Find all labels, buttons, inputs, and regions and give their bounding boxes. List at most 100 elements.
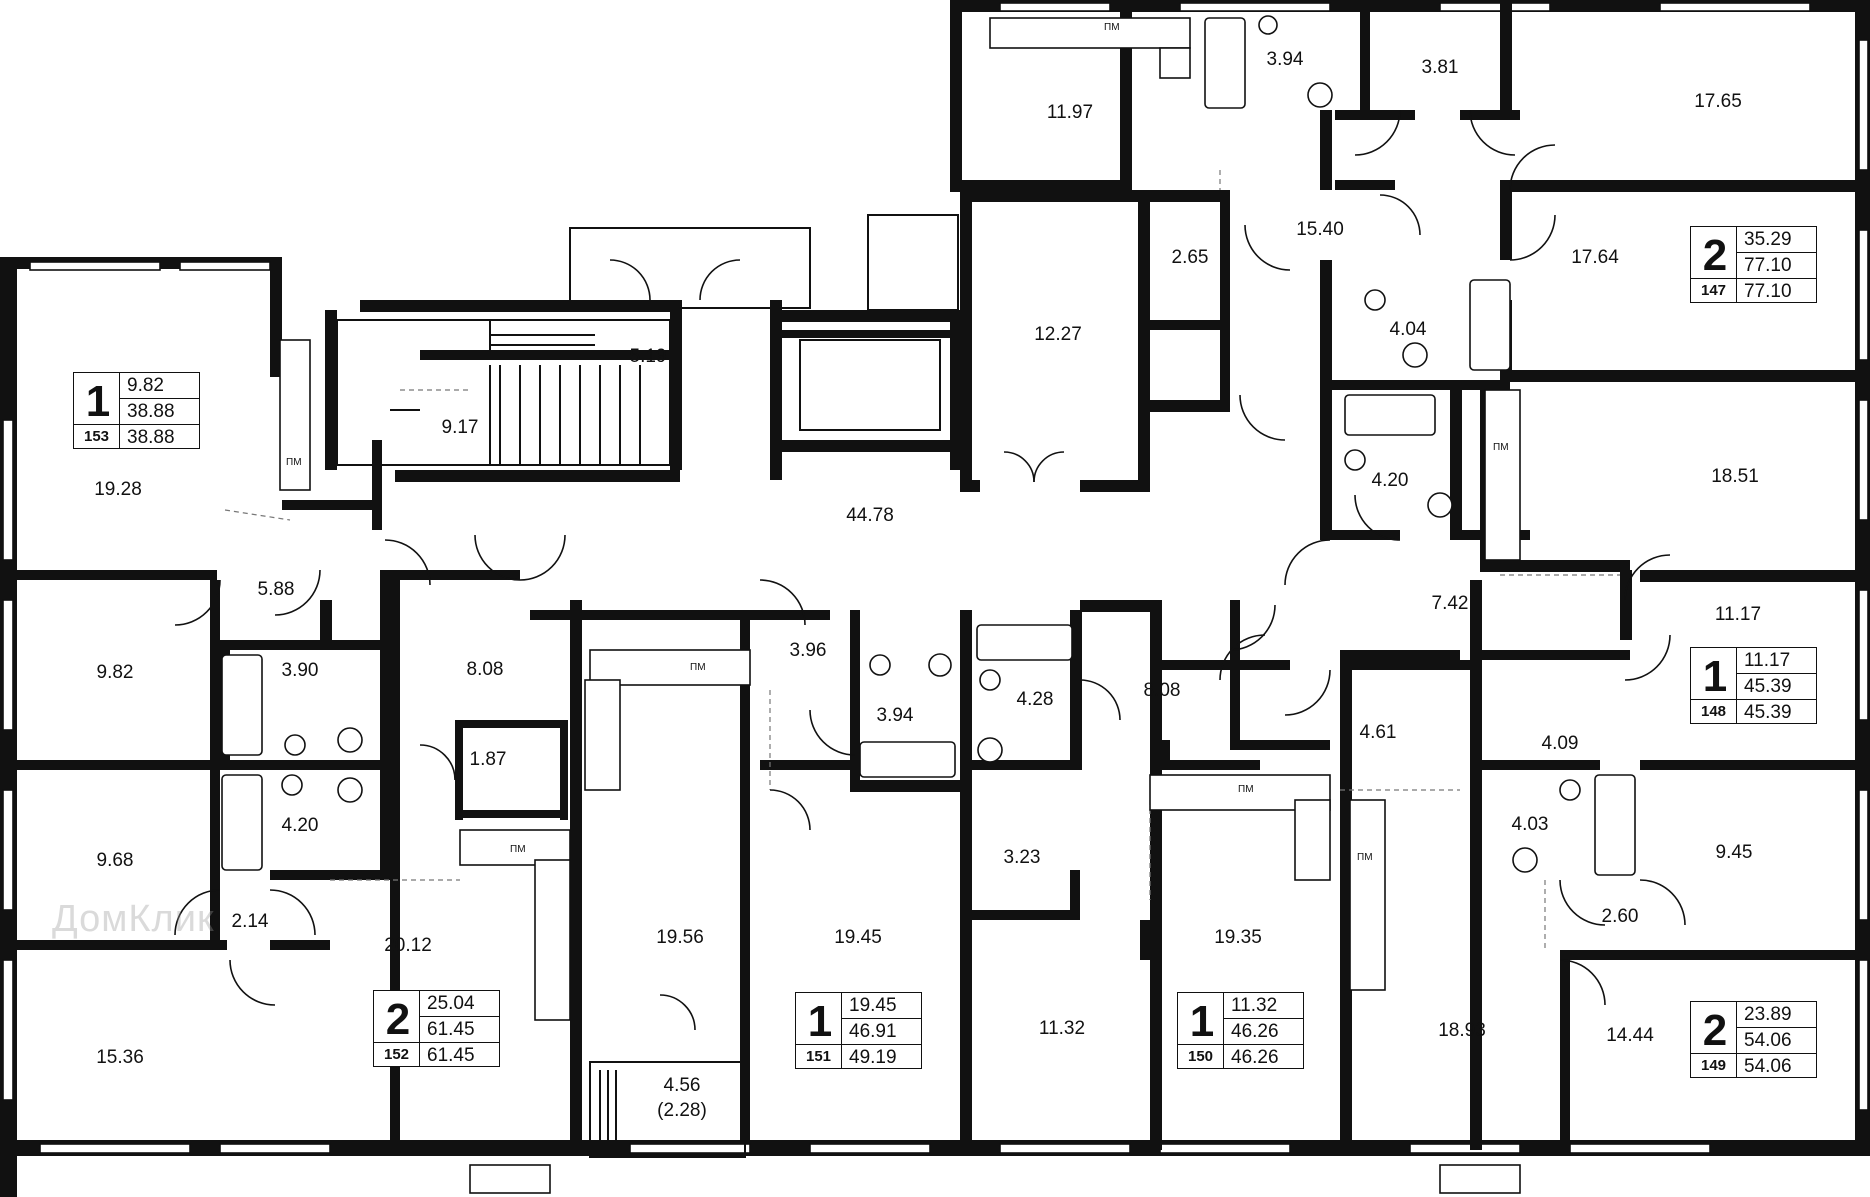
room-area: 44.78 [846,505,894,526]
room-area: 9.17 [442,417,479,438]
sanitary-fixtures [221,15,1636,876]
room-area: 18.93 [1438,1020,1486,1041]
room-area: 3.81 [1422,57,1459,78]
apartment-room-count: 1 [807,997,833,1046]
apartment-room-count: 2 [1702,231,1728,280]
appliance-labels: ПМ ПМ ПМ ПМ ПМ ПМ ПМ [286,22,1509,863]
room-area: 2.60 [1602,906,1639,927]
dishwasher-label: ПМ [1104,22,1120,33]
room-area: 12.27 [1034,324,1082,345]
room-area: 17.64 [1571,247,1619,268]
apartment-room-count: 2 [1702,1006,1728,1055]
room-area: 11.97 [1047,102,1093,123]
apartment-room-count: 1 [1189,997,1215,1046]
dishwasher-label: ПМ [1238,784,1254,795]
room-area: 4.20 [1372,470,1409,491]
room-area: 4.28 [1017,689,1054,710]
apartment-total-area: 45.39 [1737,674,1817,700]
room-area: 8.08 [1144,680,1181,701]
dishwasher-label: ПМ [1493,442,1509,453]
apartment-number: 150 [1178,1044,1223,1068]
apartment-total-area: 46.91 [842,1019,922,1045]
apartment-living-area: 11.17 [1737,648,1817,674]
apartment-living-area: 23.89 [1737,1002,1817,1028]
apartment-living-area: 11.32 [1224,993,1304,1019]
room-area: 3.96 [790,640,827,661]
door-swings [174,109,1686,1031]
apartment-total-with-balcony: 38.88 [127,427,175,448]
dishwasher-label: ПМ [286,457,302,468]
apartment-total-with-balcony: 45.39 [1744,702,1792,723]
room-area: 2.65 [1172,247,1209,268]
apartment-living-area: 35.29 [1737,227,1817,253]
room-area: 4.61 [1360,722,1397,743]
zone-separators [224,170,1620,950]
room-area: 8.08 [467,659,504,680]
apartment-number: 153 [74,424,119,448]
room-area: 5.88 [258,579,295,600]
room-area: 15.36 [96,1047,144,1068]
interior-walls [17,0,1855,1150]
apartment-total-with-balcony: 49.19 [849,1047,897,1068]
dishwasher-label: ПМ [510,844,526,855]
apartment-total-with-balcony: 54.06 [1744,1056,1792,1077]
apartment-card-147: 2 147 35.29 77.10 77.10 [1690,226,1817,303]
apartment-living-area: 25.04 [420,991,500,1017]
apartment-total-area: 46.26 [1224,1019,1304,1045]
kitchen-counters [279,17,1521,1021]
apartment-number: 147 [1691,278,1736,302]
dishwasher-label: ПМ [1357,852,1373,863]
room-area: 3.94 [1267,49,1304,70]
room-area: 3.94 [877,705,914,726]
apartment-living-area: 9.82 [120,373,200,399]
room-area: 4.20 [282,815,319,836]
apartment-total-area: 38.88 [120,399,200,425]
apartment-card-152: 2 152 25.04 61.45 61.45 [373,990,500,1067]
room-area: (2.28) [657,1100,707,1121]
apartment-number: 149 [1691,1053,1736,1077]
watermark-logo: ДомКлик [52,898,215,940]
apartment-total-area: 54.06 [1737,1028,1817,1054]
room-area: 3.23 [1004,847,1041,868]
room-area: 7.42 [1432,593,1469,614]
room-area: 19.28 [94,479,142,500]
room-areas: 11.97 3.94 3.81 17.65 15.40 2.65 17.64 1… [94,49,1761,1121]
room-area: 3.90 [282,660,319,681]
room-area: 9.45 [1716,842,1753,863]
room-area: 4.03 [1512,814,1549,835]
apartment-card-153: 1 153 9.82 38.88 38.88 [73,372,200,449]
apartment-card-151: 1 151 19.45 46.91 49.19 [795,992,922,1069]
apartment-number: 152 [374,1042,419,1066]
apartment-number: 148 [1691,699,1736,723]
room-area: 14.44 [1606,1025,1654,1046]
apartment-room-count: 1 [85,377,111,426]
room-area: 20.12 [384,935,432,956]
apartment-total-with-balcony: 77.10 [1744,281,1792,302]
room-area: 18.51 [1711,466,1759,487]
room-area: 4.04 [1390,319,1427,340]
apartment-total-with-balcony: 61.45 [427,1045,475,1066]
room-area: 4.56 [664,1075,701,1096]
room-area: 9.68 [97,850,134,871]
apartment-living-area: 19.45 [842,993,922,1019]
room-area: 11.17 [1715,604,1761,625]
apartment-number: 151 [796,1044,841,1068]
dishwasher-label: ПМ [690,662,706,673]
apartment-room-count: 2 [385,995,411,1044]
room-area: 15.40 [1296,219,1344,240]
entrance-vestibules [569,214,959,1158]
room-area: 19.35 [1214,927,1262,948]
apartment-total-area: 77.10 [1737,253,1817,279]
room-area: 9.82 [97,662,134,683]
apartment-card-148: 1 148 11.17 45.39 45.39 [1690,647,1817,724]
apartment-total-with-balcony: 46.26 [1231,1047,1279,1068]
room-area: 17.65 [1694,91,1742,112]
apartment-total-area: 61.45 [420,1017,500,1043]
room-area: 4.09 [1542,733,1579,754]
room-area: 19.56 [656,927,704,948]
staircase [336,319,941,466]
apartment-card-150: 1 150 11.32 46.26 46.26 [1177,992,1304,1069]
room-area: 2.14 [232,911,269,932]
